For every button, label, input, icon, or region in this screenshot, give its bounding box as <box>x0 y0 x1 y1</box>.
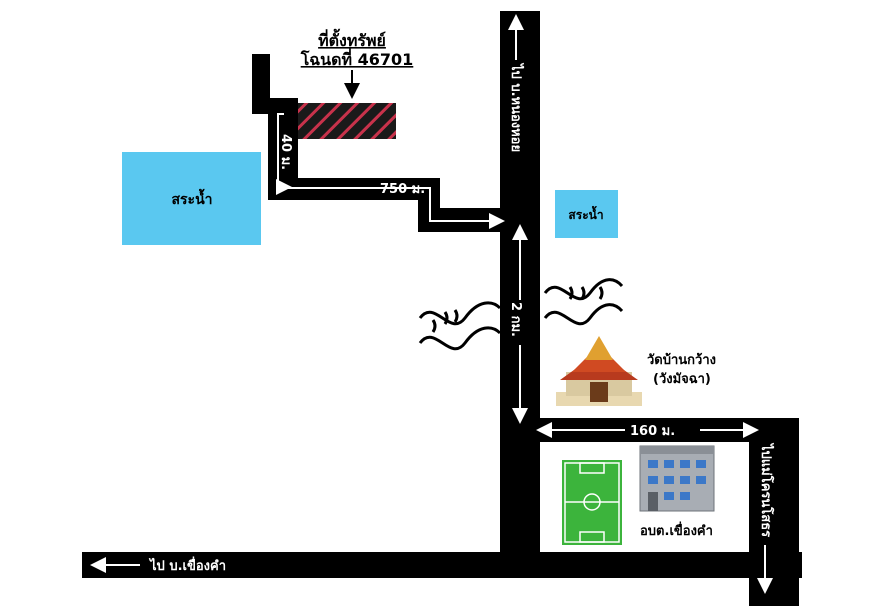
road-bottom <box>82 552 802 578</box>
distance-2km: 2 กม. <box>508 302 523 337</box>
direction-west: ไป บ.เขื่องคำ <box>148 556 226 574</box>
property-title: ที่ตั้งทรัพย์ <box>318 28 386 50</box>
pond-large <box>122 152 261 245</box>
water-wave-icon <box>418 301 502 351</box>
office-building-icon <box>639 445 715 512</box>
pond-small-label: สระน้ำ <box>568 205 603 222</box>
road-markings <box>90 14 773 594</box>
pond-small <box>555 190 618 238</box>
football-field-icon <box>562 460 622 545</box>
temple-icon <box>556 336 642 406</box>
direction-east-south: ไปแม่โครนโสธร <box>758 442 775 537</box>
distance-750m: 750 ม. <box>380 182 425 197</box>
property-plot <box>297 103 396 139</box>
temple-name: วัดบ้านกว้าง <box>647 352 716 368</box>
marking-750m <box>288 187 505 229</box>
distance-160m: 160 ม. <box>630 424 675 439</box>
water-wave-icon <box>543 278 624 326</box>
pond-large-label: สระน้ำ <box>171 188 212 208</box>
temple-subname: (วังมัจฉา) <box>653 372 711 387</box>
office-name: อบต.เขื่องคำ <box>640 521 713 539</box>
distance-40m: 40 ม. <box>278 134 293 170</box>
deed-number: โฉนดที่ 46701 <box>300 48 414 69</box>
roads <box>82 11 802 606</box>
direction-north: ไป บ.หนองหอย <box>508 62 525 152</box>
marking-40m <box>276 113 292 195</box>
